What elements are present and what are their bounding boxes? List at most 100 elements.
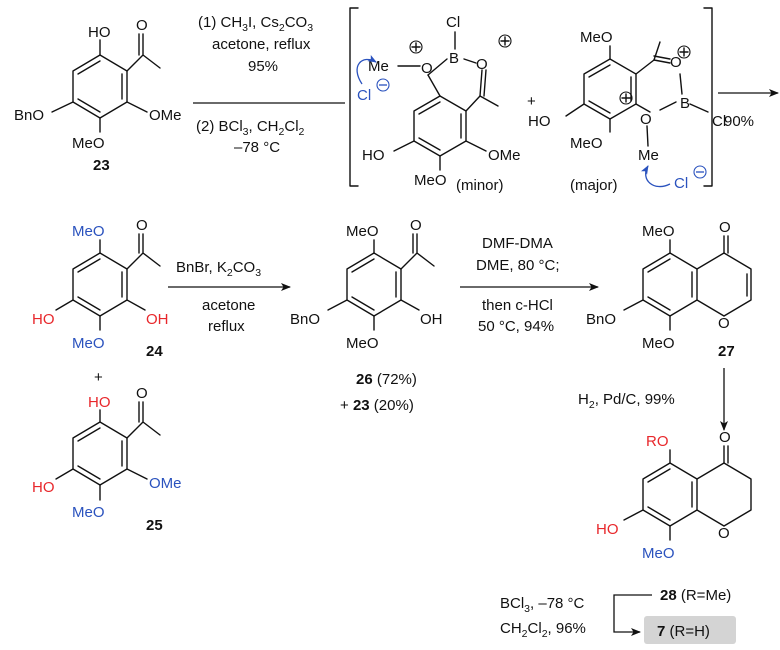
step3-cond: reflux — [208, 318, 245, 335]
atom-b-major: B — [680, 95, 690, 112]
atom-oh-24: OH — [146, 311, 169, 328]
plus-24-25: + — [94, 369, 103, 386]
atom-o-carbonyl-28: O — [719, 429, 731, 446]
step-5: H2, Pd/C, 99% — [578, 368, 728, 431]
compound-28: RO O O HO MeO — [596, 429, 752, 562]
step-3: BnBr, K2CO3 acetone reflux — [168, 259, 291, 335]
plus-between-intermediates: + — [527, 93, 536, 110]
compound-26-yield: 26 (72%) — [356, 371, 417, 388]
compound-26: MeO O OH BnO MeO 26 (72%) + 23 (20%) — [290, 217, 443, 414]
atom-meo-24: MeO — [72, 223, 105, 240]
atom-cl-minus-major: Cl — [674, 175, 688, 192]
step5-conditions: H2, Pd/C, 99% — [578, 391, 675, 411]
step-2: 90% — [718, 89, 779, 130]
step1-conditions-b: acetone, reflux — [212, 36, 311, 53]
plus-charge-icon — [409, 40, 423, 54]
atom-o2-minor: O — [476, 56, 488, 73]
compound-23-byproduct: + 23 (20%) — [340, 397, 414, 414]
atom-meo-26: MeO — [346, 223, 379, 240]
atom-cl-minus-minor: Cl — [357, 87, 371, 104]
atom-meo2-27: MeO — [642, 335, 675, 352]
step3-reagent: BnBr, K2CO3 — [176, 259, 261, 279]
step4-b: DME, 80 °C; — [476, 257, 560, 274]
atom-meo2-major: MeO — [570, 135, 603, 152]
step1-conditions-a: (1) CH3I, Cs2CO3 — [198, 14, 313, 34]
atom-b-minor: B — [449, 50, 459, 67]
compound-24: MeO O OH HO MeO 24 — [32, 217, 169, 360]
atom-meo-27: MeO — [642, 223, 675, 240]
atom-me-major: Me — [638, 147, 659, 164]
atom-ho-minor: HO — [362, 147, 385, 164]
plus-charge-icon — [498, 34, 512, 48]
step1-temp: –78 °C — [234, 139, 280, 156]
atom-ho-24: HO — [32, 311, 55, 328]
boron-complex-major: MeO O B Cl O Me HO MeO (major) Cl — [528, 29, 726, 194]
atom-meo2-24: MeO — [72, 335, 105, 352]
step-1: (1) CH3I, Cs2CO3 acetone, reflux 95% (2)… — [193, 14, 345, 156]
atom-o2-major: O — [640, 111, 652, 128]
boron-complex-minor: Cl B O O Me Cl HO OMe MeO (minor) — [356, 14, 521, 194]
atom-o-26: O — [410, 217, 422, 234]
compound-25: HO O OMe HO MeO 25 — [32, 385, 182, 534]
step-6: 28 (R=Me) 7 (R=H) BCl3, –78 °C CH2Cl2, 9… — [500, 587, 736, 644]
atom-o-25: O — [136, 385, 148, 402]
atom-meo-minor: MeO — [414, 172, 447, 189]
step3-solvent: acetone — [202, 297, 255, 314]
atom-bno: BnO — [14, 107, 44, 124]
atom-ho-25: HO — [88, 394, 111, 411]
atom-o1-major: O — [670, 54, 682, 71]
atom-bno-26: BnO — [290, 311, 320, 328]
minus-charge-icon — [693, 165, 707, 179]
step1-conditions-c: (2) BCl3, CH2Cl2 — [196, 118, 305, 138]
atom-ho2-25: HO — [32, 479, 55, 496]
plus-charge-icon — [677, 45, 691, 59]
bracket-left — [349, 7, 359, 187]
step6-b: CH2Cl2, 96% — [500, 620, 586, 640]
atom-ro-28: RO — [646, 433, 669, 450]
curved-arrow-icon — [356, 54, 377, 85]
atom-cl-b-minor: Cl — [446, 14, 460, 31]
step2-yield: 90% — [724, 113, 754, 130]
atom-meo-major: MeO — [580, 29, 613, 46]
bracket-right — [703, 7, 713, 187]
label-minor: (minor) — [456, 177, 504, 194]
step4-c: then c-HCl — [482, 297, 553, 314]
atom-ho-major: HO — [528, 113, 551, 130]
step4-d: 50 °C, 94% — [478, 318, 554, 335]
atom-ho: HO — [88, 24, 111, 41]
compound-7-label: 7 (R=H) — [657, 623, 710, 640]
atom-o-carbonyl: O — [136, 17, 148, 34]
compound-label-27: 27 — [718, 343, 735, 360]
atom-o-ring-28: O — [718, 525, 730, 542]
atom-meo-28: MeO — [642, 545, 675, 562]
atom-o1-minor: O — [421, 60, 433, 77]
atom-meo-25: MeO — [72, 504, 105, 521]
atom-bno-27: BnO — [586, 311, 616, 328]
minus-charge-icon — [376, 78, 390, 92]
compound-label-23: 23 — [93, 157, 110, 174]
highlight-box — [644, 616, 736, 644]
atom-ome-25: OMe — [149, 475, 182, 492]
atom-ome: OMe — [149, 107, 182, 124]
atom-ome-minor: OMe — [488, 147, 521, 164]
atom-o-ring-27: O — [718, 315, 730, 332]
compound-label-25: 25 — [146, 517, 163, 534]
compound-28-label: 28 (R=Me) — [660, 587, 731, 604]
atom-o-24: O — [136, 217, 148, 234]
compound-label-24: 24 — [146, 343, 163, 360]
atom-meo: MeO — [72, 135, 105, 152]
atom-cl-b-major: Cl — [712, 113, 726, 130]
label-major: (major) — [570, 177, 618, 194]
plus-charge-icon — [619, 91, 633, 105]
compound-23: HO O OMe MeO BnO 23 — [14, 17, 182, 174]
atom-ho-28: HO — [596, 521, 619, 538]
curved-arrow-icon — [640, 165, 671, 188]
atom-oh-26: OH — [420, 311, 443, 328]
step-4: DMF-DMA DME, 80 °C; then c-HCl 50 °C, 94… — [460, 235, 599, 335]
step6-a: BCl3, –78 °C — [500, 595, 585, 615]
step4-a: DMF-DMA — [482, 235, 553, 252]
step1-yield: 95% — [248, 58, 278, 75]
atom-o-carbonyl-27: O — [719, 219, 731, 236]
atom-meo2-26: MeO — [346, 335, 379, 352]
